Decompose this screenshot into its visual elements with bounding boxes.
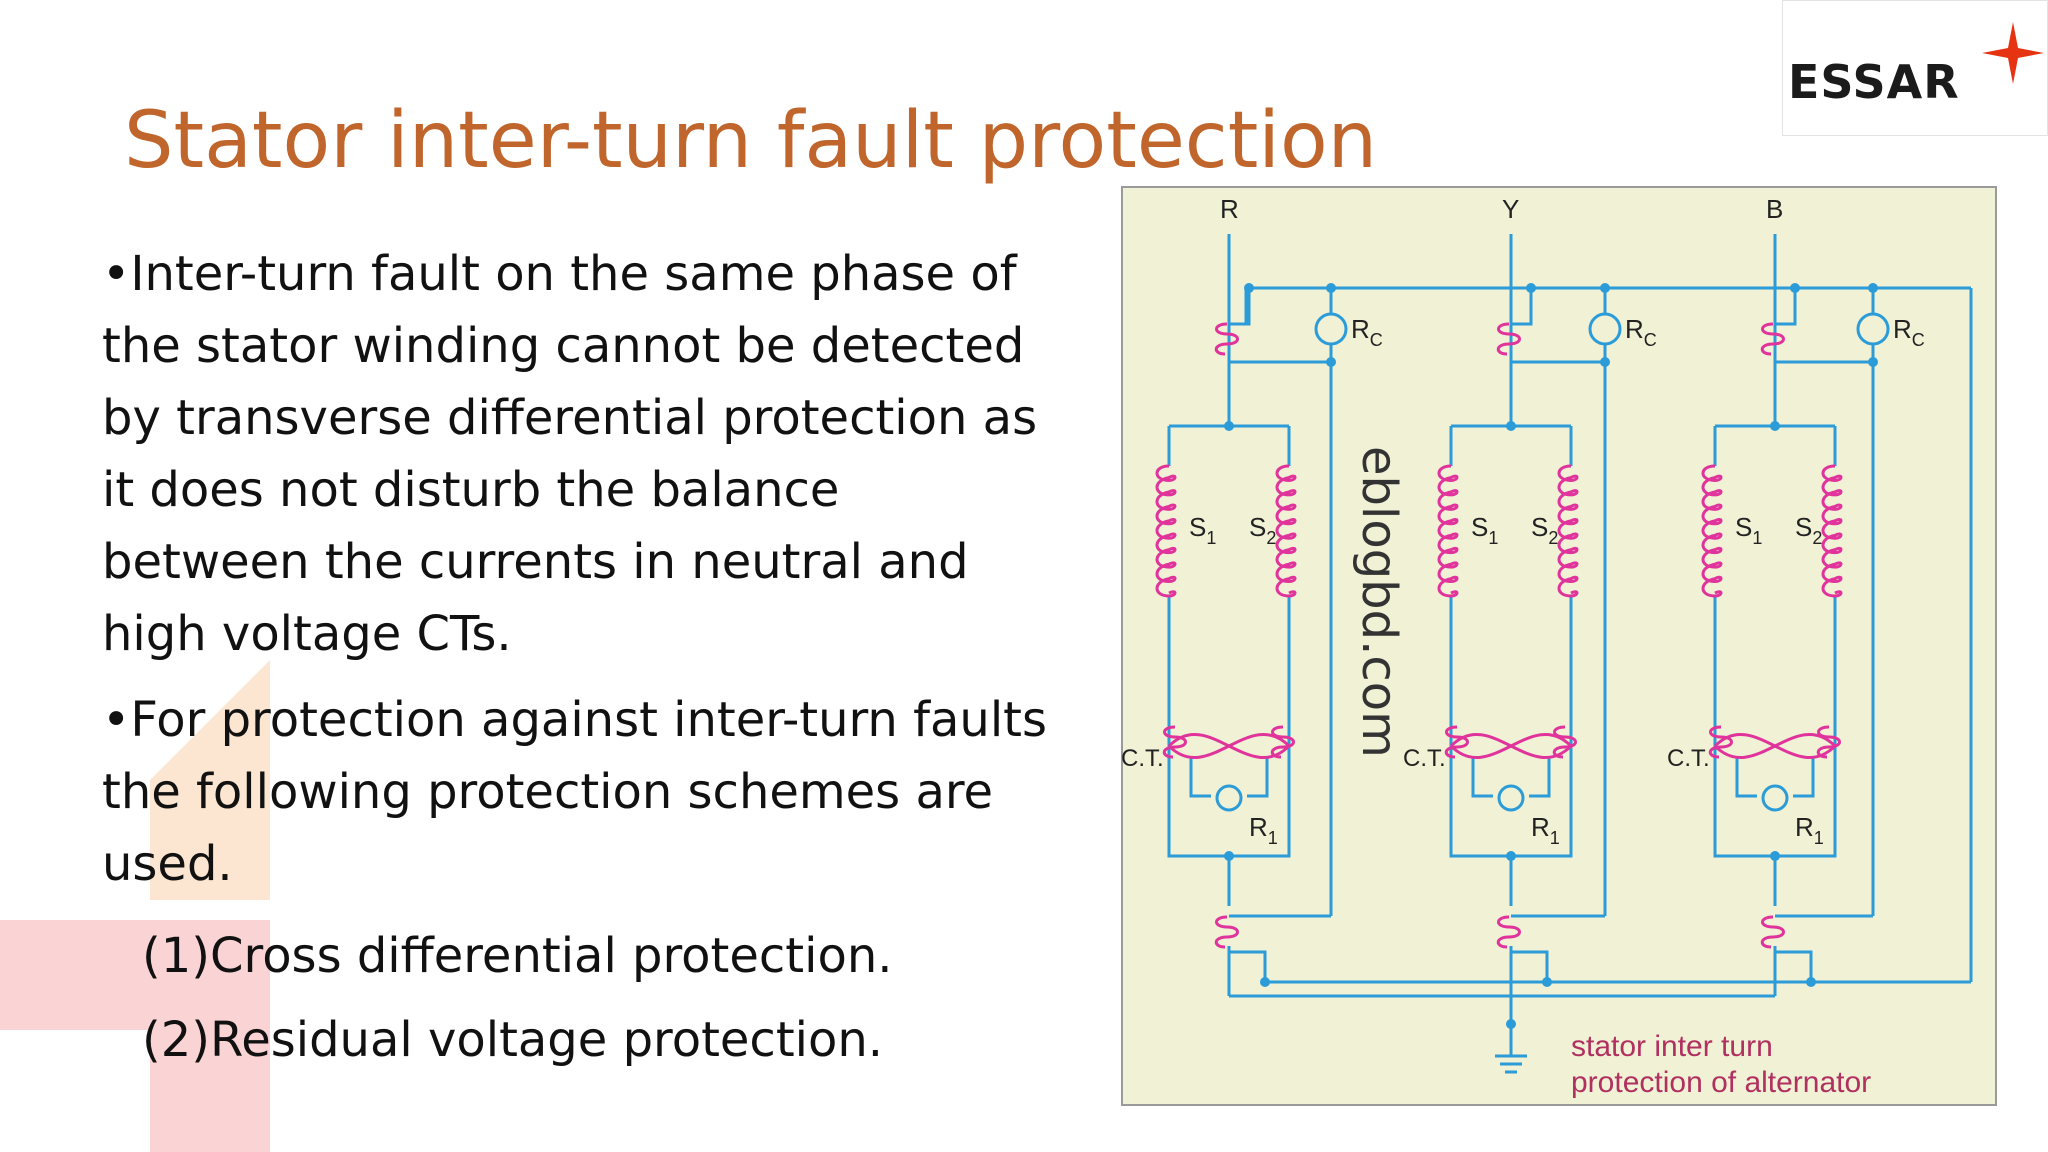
diagram-caption-line2: protection of alternator bbox=[1571, 1066, 1871, 1099]
stator-coil-s2-icon bbox=[1821, 464, 1843, 598]
diagram-watermark: eblogbd.com bbox=[1351, 446, 1407, 758]
junction-dot bbox=[1506, 421, 1516, 431]
bullet-inter-turn-fault: •Inter-turn fault on the same phase of t… bbox=[102, 246, 1038, 662]
scheme-residual-voltage: (2)Residual voltage protection. bbox=[142, 1012, 884, 1068]
stator-coil-s1-icon bbox=[1701, 464, 1723, 598]
ct-label: C.T. bbox=[1403, 745, 1446, 772]
junction-dot bbox=[1770, 851, 1780, 861]
stator-coil-s2-icon bbox=[1275, 464, 1297, 598]
rc-relay-icon bbox=[1314, 312, 1348, 346]
r1-right bbox=[1247, 756, 1269, 798]
slide-title: Stator inter-turn fault protection bbox=[124, 96, 1378, 186]
essar-logo-text: ESSAR bbox=[1788, 55, 1960, 109]
phase-label-y: Y bbox=[1502, 194, 1519, 224]
ct-left-coil-icon bbox=[1444, 725, 1469, 759]
junction-dot bbox=[1326, 357, 1336, 367]
neutral-ct-coil-icon bbox=[1496, 915, 1521, 949]
junction-dot bbox=[1244, 283, 1254, 293]
junction-dot bbox=[1224, 851, 1234, 861]
junction-dot bbox=[1506, 851, 1516, 861]
ct-to-bottom-bus bbox=[1775, 950, 1813, 982]
junction-dot bbox=[1526, 283, 1536, 293]
phase-label-b: B bbox=[1766, 194, 1783, 224]
junction-dot bbox=[1224, 421, 1234, 431]
ct-label: C.T. bbox=[1667, 745, 1710, 772]
top-ct-coil-icon bbox=[1760, 322, 1785, 356]
r1-relay-icon bbox=[1761, 784, 1789, 812]
junction-dot bbox=[1806, 977, 1816, 987]
junction-dot bbox=[1600, 357, 1610, 367]
scheme-cross-differential: (1)Cross differential protection. bbox=[142, 928, 893, 984]
junction-dot bbox=[1600, 283, 1610, 293]
ct-right-coil-icon bbox=[1816, 725, 1841, 759]
rc-relay-icon bbox=[1856, 312, 1890, 346]
r1-left bbox=[1189, 756, 1211, 798]
ct-bus-link bbox=[1229, 288, 1251, 326]
ct-bus-link bbox=[1775, 288, 1797, 326]
r1-right bbox=[1793, 756, 1815, 798]
stator-coil-s1-icon bbox=[1437, 464, 1459, 598]
junction-dot bbox=[1790, 283, 1800, 293]
ct-left-coil-icon bbox=[1162, 725, 1187, 759]
top-ct-coil-icon bbox=[1214, 322, 1239, 356]
bullet-protection-schemes: •For protection against inter-turn fault… bbox=[102, 692, 1047, 892]
top-ct-coil-icon bbox=[1496, 322, 1521, 356]
phase-label-r: R bbox=[1220, 194, 1239, 224]
neutral-ct-coil-icon bbox=[1214, 915, 1239, 949]
junction-dot bbox=[1260, 977, 1270, 987]
rc-relay-icon bbox=[1588, 312, 1622, 346]
ct-right-coil-icon bbox=[1270, 725, 1295, 759]
essar-logo bbox=[1782, 0, 2048, 136]
ct-to-bottom-bus bbox=[1229, 950, 1267, 982]
junction-dot bbox=[1868, 357, 1878, 367]
ct-right-coil-icon bbox=[1552, 725, 1577, 759]
stator-coil-s2-icon bbox=[1557, 464, 1579, 598]
essar-star-icon bbox=[1982, 22, 2044, 84]
ct-bus-link bbox=[1511, 288, 1533, 326]
junction-dot bbox=[1326, 283, 1336, 293]
slide-body: •Inter-turn fault on the same phase of t… bbox=[102, 238, 1062, 1082]
ct-left-coil-icon bbox=[1708, 725, 1733, 759]
r1-relay-icon bbox=[1215, 784, 1243, 812]
ct-to-bottom-bus bbox=[1511, 950, 1549, 982]
diagram-caption-line1: stator inter turn bbox=[1571, 1030, 1773, 1063]
ct-label: C.T. bbox=[1121, 745, 1164, 772]
stator-coil-s1-icon bbox=[1155, 464, 1177, 598]
junction-dots bbox=[1224, 283, 1878, 1029]
r1-left bbox=[1735, 756, 1757, 798]
junction-dot bbox=[1506, 1019, 1516, 1029]
junction-dot bbox=[1770, 421, 1780, 431]
r1-right bbox=[1529, 756, 1551, 798]
junction-dot bbox=[1542, 977, 1552, 987]
neutral-ct-coil-icon bbox=[1760, 915, 1785, 949]
junction-dot bbox=[1868, 283, 1878, 293]
r1-relay-icon bbox=[1497, 784, 1525, 812]
r1-left bbox=[1471, 756, 1493, 798]
coil-group bbox=[1155, 322, 1843, 949]
